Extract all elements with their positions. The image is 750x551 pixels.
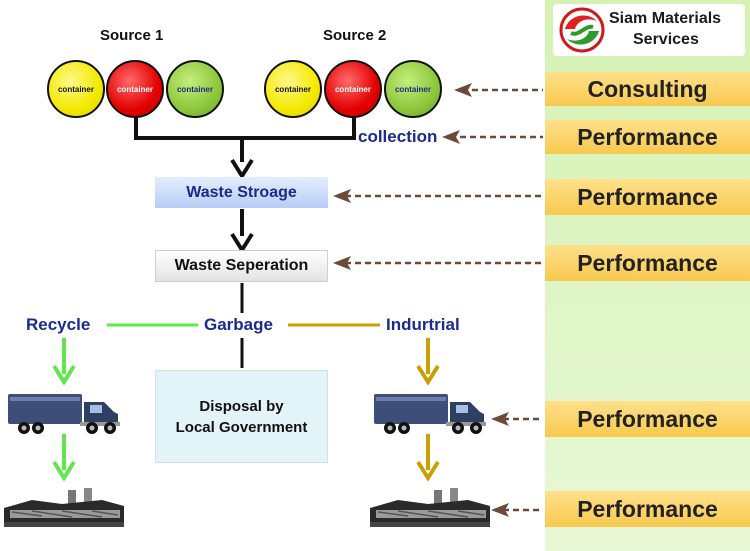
service-performance-storage: Performance [545, 179, 750, 215]
service-performance-facility: Performance [545, 491, 750, 527]
arrow-to-storage [230, 158, 254, 180]
arrow-to-separation [230, 232, 254, 254]
service-performance-separation: Performance [545, 245, 750, 281]
source-1-container-green: container [166, 60, 224, 118]
source-2-container-red: container [324, 60, 382, 118]
recycle-factory-icon [4, 488, 124, 527]
waste-separation-box: Waste Seperation [155, 250, 328, 282]
service-performance-transport: Performance [545, 401, 750, 437]
brand-logo: Siam Materials Services [553, 4, 745, 56]
source-2-container-green: container [384, 60, 442, 118]
source-2-container-yellow: container [264, 60, 322, 118]
service-consulting: Consulting [545, 72, 750, 106]
disposal-line1: Disposal by [199, 397, 284, 415]
source-1-container-yellow: container [47, 60, 105, 118]
disposal-box: Disposal by Local Government [155, 370, 328, 463]
brand-name-line1: Siam Materials [609, 10, 722, 27]
collection-label: collection [358, 127, 438, 146]
disposal-line2: Local Government [175, 418, 308, 436]
service-performance-collection: Performance [545, 120, 750, 154]
waste-storage-box: Waste Stroage [155, 177, 328, 208]
garbage-label: Garbage [204, 315, 273, 334]
recycle-label: Recycle [26, 315, 91, 334]
industrial-label: Indurtrial [386, 315, 460, 334]
recycle-truck-icon [8, 394, 120, 434]
source-2-label: Source 2 [323, 27, 387, 44]
source-1-container-red: container [106, 60, 164, 118]
source-1-label: Source 1 [100, 27, 164, 44]
industrial-factory-icon [370, 488, 490, 527]
brand-name-line2: Services [633, 31, 699, 48]
industrial-truck-icon [374, 394, 486, 434]
brand-logo-icon [559, 7, 605, 53]
